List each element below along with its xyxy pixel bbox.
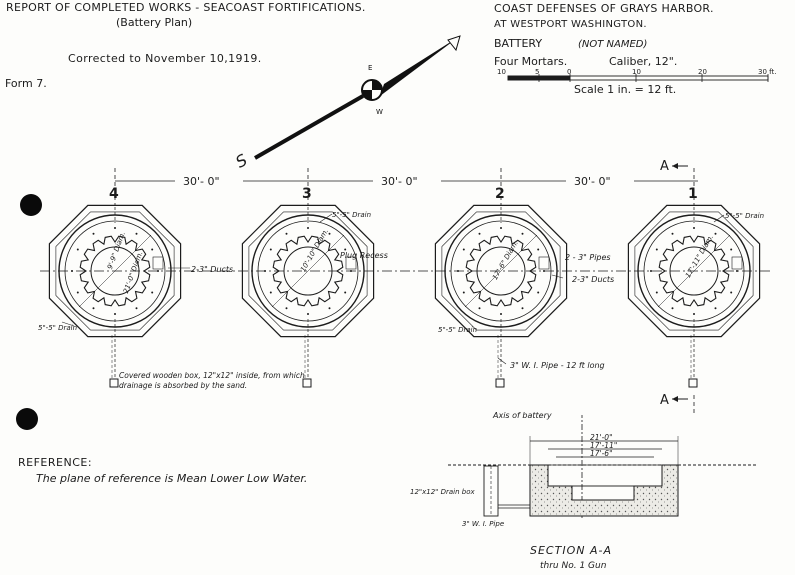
note-box-line-1: Covered wooden box, 12"x12" inside, from… bbox=[119, 371, 305, 380]
pit-number-2: 2 bbox=[495, 186, 505, 202]
caliber: Caliber, 12". bbox=[609, 55, 677, 68]
title-line-1: REPORT OF COMPLETED WORKS - SEACOAST FOR… bbox=[6, 1, 366, 14]
compass-icon: E W bbox=[254, 35, 461, 160]
mortar-pit-1 bbox=[627, 204, 761, 388]
graphic-scale bbox=[507, 74, 769, 82]
note-drain-pit4: 5"-5" Drain bbox=[38, 324, 77, 332]
section-wi-pipe: 3" W. I. Pipe bbox=[462, 520, 504, 528]
scale-tick-5: 5 bbox=[535, 68, 539, 76]
coast-defenses-title: COAST DEFENSES OF GRAYS HARBOR. bbox=[494, 2, 714, 15]
mortar-pits bbox=[48, 204, 761, 388]
punch-hole-bottom bbox=[16, 408, 38, 430]
spacing-2-1: 30'- 0" bbox=[574, 175, 611, 188]
svg-text:W: W bbox=[376, 108, 383, 116]
section-dim-mid: 17'-11" bbox=[590, 441, 617, 450]
reference-text: The plane of reference is Mean Lower Low… bbox=[36, 472, 307, 485]
section-a-a bbox=[448, 412, 758, 520]
form-number: Form 7. bbox=[5, 77, 47, 90]
svg-text:E: E bbox=[368, 64, 372, 72]
pit4-outer-diam: 21'-0" Diam. bbox=[122, 250, 145, 294]
mortar-pit-4 bbox=[48, 204, 182, 388]
pit1-inner-diam: 17'-11" Diam. bbox=[684, 233, 715, 279]
section-marker-bottom: A bbox=[660, 393, 669, 408]
note-ducts-pit2: 2-3" Ducts bbox=[572, 275, 614, 284]
section-dim-outer: 21'-0" bbox=[590, 433, 613, 442]
section-title: SECTION A-A bbox=[530, 544, 612, 557]
spacing-3-2: 30'- 0" bbox=[381, 175, 418, 188]
title-line-2: (Battery Plan) bbox=[116, 16, 192, 29]
scale-tick-10-left: 10 bbox=[497, 68, 506, 76]
note-plug-recess: Plug Recess bbox=[340, 251, 388, 260]
note-leaders bbox=[61, 213, 725, 365]
scale-caption: Scale 1 in. = 12 ft. bbox=[574, 83, 676, 96]
section-subtitle: thru No. 1 Gun bbox=[540, 561, 607, 571]
battery-label: BATTERY bbox=[494, 37, 542, 50]
scale-tick-10: 10 bbox=[632, 68, 641, 76]
scale-tick-20: 20 bbox=[698, 68, 707, 76]
note-ducts-pit4: 2-3" Ducts bbox=[191, 265, 233, 274]
armament: Four Mortars. bbox=[494, 55, 567, 68]
section-drain-box: 12"x12" Drain box bbox=[410, 488, 476, 496]
reference-heading: REFERENCE: bbox=[18, 456, 92, 469]
note-drain-pit2: 5"-5" Drain bbox=[438, 326, 477, 334]
section-dim-inner: 17'-6" bbox=[590, 449, 613, 458]
pit3-inner-diam: 10'-10" Diam. bbox=[299, 227, 330, 273]
compass-south-label: S bbox=[232, 150, 250, 172]
location-title: AT WESTPORT WASHINGTON. bbox=[494, 19, 647, 30]
scale-tick-0: 0 bbox=[567, 68, 571, 76]
pit-number-1: 1 bbox=[688, 186, 698, 202]
pit-number-3: 3 bbox=[302, 186, 312, 202]
mortar-pit-2 bbox=[434, 204, 568, 388]
pit2-inner-diam: 17'-6" Diam. bbox=[491, 239, 520, 281]
corrected-date: Corrected to November 10,1919. bbox=[68, 52, 262, 65]
note-pipes: 2 - 3" Pipes bbox=[565, 253, 611, 262]
scale-tick-30: 30 ft. bbox=[758, 68, 776, 76]
note-drain-pit1: 5"-5" Drain bbox=[725, 212, 764, 220]
note-wi-pipe: 3" W. I. Pipe - 12 ft long bbox=[510, 361, 605, 370]
punch-hole-top bbox=[20, 194, 42, 216]
section-marker-top: A bbox=[660, 159, 669, 174]
mortar-pit-3 bbox=[241, 204, 375, 388]
note-box-line-2: drainage is absorbed by the sand. bbox=[119, 381, 247, 390]
note-drain-pit3: 5"-5" Drain bbox=[332, 211, 371, 219]
section-axis-label: Axis of battery bbox=[492, 411, 552, 420]
pit-number-4: 4 bbox=[109, 186, 119, 202]
spacing-4-3: 30'- 0" bbox=[183, 175, 220, 188]
battery-name: (NOT NAMED) bbox=[578, 39, 647, 50]
